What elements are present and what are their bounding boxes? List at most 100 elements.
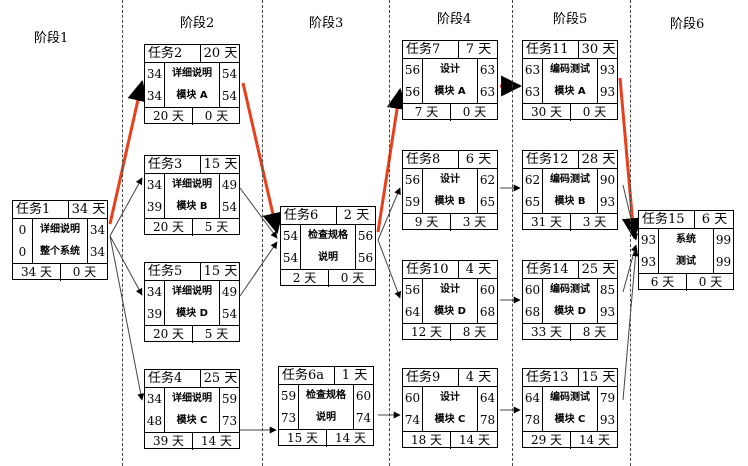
task-duration: 15 天 <box>203 157 238 172</box>
task-description: 详细说明模块 B <box>165 174 219 218</box>
task-total-span: 12 天 <box>403 324 451 341</box>
latest-start: 73 <box>280 411 297 425</box>
task-target: 模块 D <box>434 306 466 317</box>
task-slack: 14 天 <box>458 433 491 447</box>
task-start-times: 59 73 <box>279 385 299 429</box>
task-start-times: 56 56 <box>403 59 423 103</box>
latest-start: 68 <box>524 305 541 319</box>
earliest-start: 56 <box>404 63 421 77</box>
task-slack: 0 天 <box>582 105 607 119</box>
phase-label: 阶段2 <box>180 16 215 31</box>
latest-finish: 68 <box>479 305 496 319</box>
latest-start: 39 <box>146 200 163 214</box>
latest-finish: 93 <box>599 305 616 319</box>
task-slack: 3 天 <box>462 215 487 229</box>
task-target: 模块 B <box>554 196 586 207</box>
task-total-span: 30 天 <box>523 104 571 121</box>
latest-finish: 54 <box>221 200 238 214</box>
earliest-start: 63 <box>524 63 541 77</box>
task-duration: 7 天 <box>465 42 492 57</box>
latest-finish: 65 <box>479 195 496 209</box>
task-action: 详细说明 <box>172 286 212 297</box>
latest-finish: 74 <box>355 411 372 425</box>
earliest-finish: 62 <box>479 173 496 187</box>
critical-path-arrow <box>108 79 149 225</box>
task-target: 模块 D <box>554 306 586 317</box>
task-action: 检查规格 <box>306 390 346 401</box>
task-footer: 30 天 0 天 <box>523 103 617 121</box>
phase-divider <box>122 0 123 466</box>
earliest-start: 60 <box>404 391 421 405</box>
task-total-span: 34 天 <box>13 264 61 281</box>
earliest-finish: 60 <box>355 389 372 403</box>
earliest-finish: 49 <box>221 285 238 299</box>
earliest-finish: 90 <box>599 173 616 187</box>
task-duration: 25 天 <box>581 262 616 277</box>
critical-path-arrow <box>241 82 284 235</box>
task-action: 编码测试 <box>550 392 590 403</box>
task-duration: 6 天 <box>465 152 492 167</box>
task-target: 模块 A <box>434 86 466 97</box>
task-action: 详细说明 <box>40 224 80 235</box>
task-description: 检查规格说明 <box>299 385 353 429</box>
earliest-finish: 56 <box>357 229 374 243</box>
task-name: 任务3 <box>145 156 201 174</box>
task-duration: 6 天 <box>701 212 728 227</box>
latest-start: 93 <box>640 255 657 269</box>
task-finish-times: 60 74 <box>353 385 373 429</box>
task-slack: 5 天 <box>204 327 229 341</box>
latest-start: 74 <box>404 413 421 427</box>
task-target: 模块 B <box>434 196 466 207</box>
task-duration: 25 天 <box>203 371 238 386</box>
task-description: 编码测试模块 D <box>543 279 597 323</box>
task-slack: 8 天 <box>462 325 487 339</box>
latest-start: 56 <box>404 85 421 99</box>
earliest-start: 59 <box>280 389 297 403</box>
earliest-finish: 54 <box>221 67 238 81</box>
latest-finish: 93 <box>599 85 616 99</box>
earliest-finish: 85 <box>599 283 616 297</box>
earliest-start: 34 <box>146 178 163 192</box>
task-slack: 0 天 <box>698 275 723 289</box>
task-slack: 0 天 <box>204 109 229 123</box>
task-target: 模块 C <box>434 414 466 425</box>
latest-start: 48 <box>146 414 163 428</box>
task-action: 编码测试 <box>550 284 590 295</box>
earliest-start: 62 <box>524 173 541 187</box>
task-start-times: 60 68 <box>523 279 543 323</box>
phase-divider <box>389 0 390 466</box>
earliest-start: 60 <box>524 283 541 297</box>
phase-label: 阶段1 <box>34 31 69 46</box>
task-total-span: 20 天 <box>145 108 193 125</box>
critical-path-arrow <box>618 77 643 240</box>
task-description: 设计模块 D <box>423 279 477 323</box>
